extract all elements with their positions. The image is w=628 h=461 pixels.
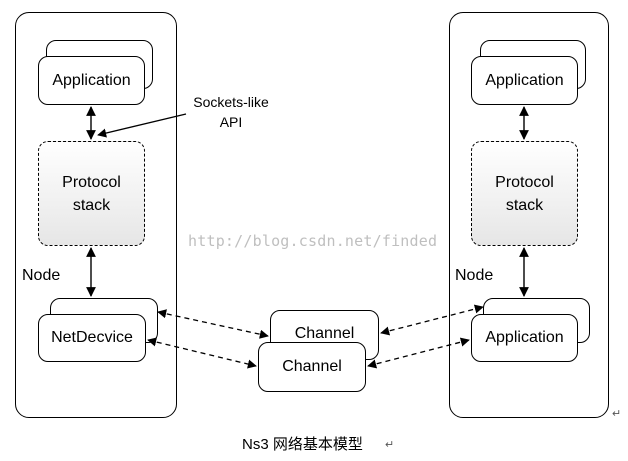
right-channel-link-lower bbox=[367, 337, 470, 369]
channel-back-label: Channel bbox=[294, 325, 355, 342]
api-label: Sockets-like API bbox=[193, 94, 269, 130]
right-device-label: Application bbox=[485, 329, 564, 346]
watermark-text: http://blog.csdn.net/finded bbox=[188, 232, 438, 250]
paragraph-mark: ↵ bbox=[612, 408, 622, 420]
right-channel-link-upper bbox=[380, 304, 484, 336]
left-protocol-stack: Protocol stack bbox=[38, 141, 145, 246]
channel-front-label: Channel bbox=[282, 358, 342, 375]
right-protocol-stack-label: Protocol stack bbox=[495, 173, 554, 214]
left-application-label: Application bbox=[52, 71, 131, 89]
api-pointer-arrow bbox=[97, 113, 187, 138]
right-device-box: Application bbox=[471, 314, 578, 362]
right-application-label: Application bbox=[485, 71, 564, 89]
right-application-box: Application bbox=[471, 56, 578, 105]
left-device-box: NetDecvice bbox=[38, 314, 146, 362]
left-protocol-stack-label: Protocol stack bbox=[62, 173, 121, 214]
right-node-label: Node bbox=[455, 267, 494, 284]
left-node-label: Node bbox=[22, 267, 61, 284]
figure-caption: Ns3 网络基本模型 bbox=[242, 436, 363, 453]
left-channel-link-lower bbox=[147, 337, 257, 369]
left-application-box: Application bbox=[38, 56, 145, 105]
left-device-label: NetDecvice bbox=[51, 329, 133, 346]
caption-paragraph-mark: ↵ bbox=[385, 439, 395, 451]
left-channel-link-upper bbox=[157, 309, 269, 339]
right-protocol-stack: Protocol stack bbox=[471, 141, 578, 246]
channel-front-box: Channel bbox=[258, 342, 366, 392]
